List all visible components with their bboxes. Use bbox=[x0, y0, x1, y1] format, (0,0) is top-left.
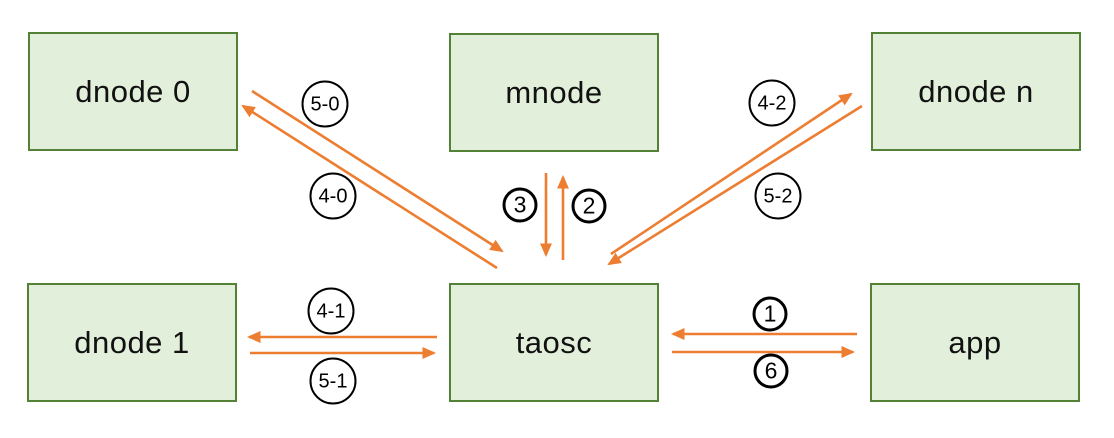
edge-label-2: 2 bbox=[571, 188, 607, 224]
arrow-5-0-dnode0-to-taosc bbox=[251, 89, 504, 253]
node-dnode-1: dnode 1 bbox=[27, 283, 237, 402]
arrow-5-2-dnoden-to-taosc bbox=[607, 104, 863, 266]
node-mnode: mnode bbox=[449, 33, 659, 152]
edge-label-1: 1 bbox=[752, 296, 788, 332]
node-dnode-0: dnode 0 bbox=[28, 32, 238, 151]
arrow-4-0-taosc-to-dnode0 bbox=[241, 104, 498, 270]
node-taosc: taosc bbox=[449, 283, 659, 402]
node-dnode-n: dnode n bbox=[871, 32, 1081, 151]
edge-label-5-1: 5-1 bbox=[309, 357, 357, 405]
edge-label-4-1: 4-1 bbox=[307, 287, 355, 335]
edge-label-5-0: 5-0 bbox=[301, 80, 349, 128]
edge-label-6: 6 bbox=[753, 353, 789, 389]
arrow-4-2-taosc-to-dnoden bbox=[610, 92, 853, 256]
edge-label-3: 3 bbox=[502, 187, 538, 223]
edge-label-5-2: 5-2 bbox=[754, 172, 802, 220]
edge-label-4-2: 4-2 bbox=[748, 79, 796, 127]
edge-label-4-0: 4-0 bbox=[309, 172, 357, 220]
node-app: app bbox=[870, 283, 1080, 402]
